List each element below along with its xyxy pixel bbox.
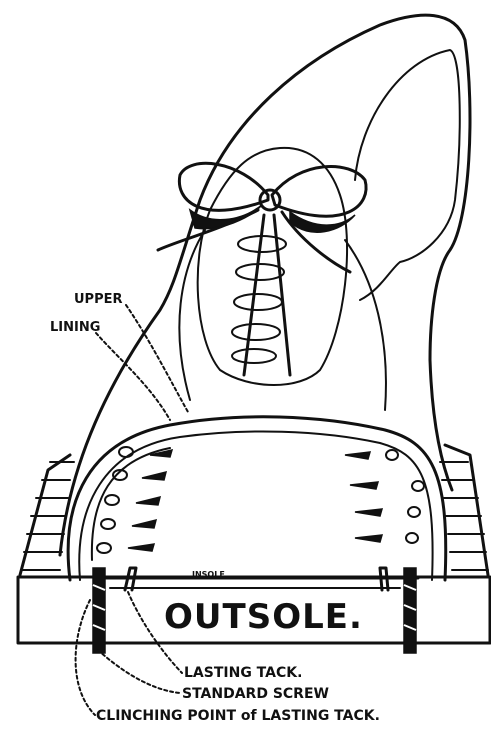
standard-screw-right <box>404 568 416 653</box>
quarter-line-right <box>345 240 386 410</box>
standard-screw-left <box>93 568 105 653</box>
shoe-vamp <box>198 148 347 385</box>
label-insole: INSOLE. <box>192 570 228 579</box>
label-lining: LINING <box>50 320 100 335</box>
last-outline <box>68 417 446 580</box>
tack-marks-left <box>97 447 172 553</box>
insole <box>95 568 418 590</box>
label-outsole: OUTSOLE. <box>164 597 363 637</box>
right-sole-layers <box>440 445 488 575</box>
tack-marks-right <box>345 450 424 543</box>
label-upper: UPPER <box>74 292 123 307</box>
lacing <box>232 215 290 375</box>
label-lasting-tack: LASTING TACK. <box>184 665 302 681</box>
label-standard-screw: STANDARD SCREW <box>182 686 329 702</box>
lace-bow <box>158 163 366 272</box>
label-clinching-point: CLINCHING POINT of LASTING TACK. <box>96 708 380 724</box>
shoe-upper-outline <box>60 15 470 555</box>
